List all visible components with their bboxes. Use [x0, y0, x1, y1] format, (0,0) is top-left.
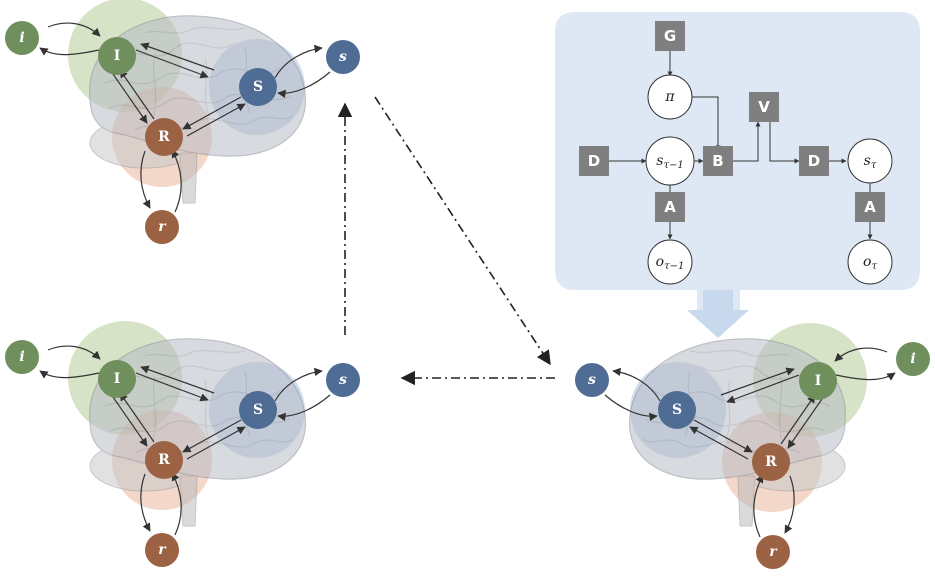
state-s-current-sub: τ [871, 160, 877, 171]
external-sensory-node: s [339, 49, 347, 65]
box-V-label: V [758, 98, 770, 116]
box-A-prev: A [655, 192, 685, 222]
external-sensory-node: s [588, 372, 596, 388]
brain-top-left: i I S s R r [5, 0, 360, 244]
sensory-state-node: S [253, 402, 263, 418]
svg-text:sτ: sτ [864, 153, 877, 171]
panel-connector-head [687, 310, 749, 338]
state-s-prev-label: s [656, 153, 663, 169]
state-o-current-sub: τ [871, 261, 877, 272]
external-internal-node: i [19, 30, 24, 46]
box-B: B [703, 146, 733, 176]
state-s-prev-sub: τ−1 [663, 160, 683, 171]
box-V: V [749, 92, 779, 122]
action-state-node: R [158, 129, 170, 145]
state-o-current: oτ [847, 239, 893, 285]
state-o-prev-sub: τ−1 [664, 261, 684, 272]
dash-dot-arrow-diagonal [374, 96, 551, 366]
state-s-current: sτ [847, 138, 893, 184]
external-internal-node: i [910, 351, 915, 367]
external-action-node: r [769, 544, 778, 560]
state-policy: π [647, 74, 693, 120]
box-D-prior-label: D [588, 152, 600, 170]
external-sensory-node: s [339, 372, 347, 388]
internal-state-node: I [815, 373, 822, 389]
box-A-current: A [855, 192, 885, 222]
state-o-current-label: o [863, 254, 871, 270]
state-policy-label: π [664, 89, 675, 105]
svg-text:oτ: oτ [863, 254, 877, 272]
internal-state-node: I [114, 371, 121, 387]
external-action-node: r [158, 219, 167, 235]
state-s-current-label: s [864, 153, 871, 169]
box-D-current-label: D [808, 152, 820, 170]
generative-model-panel: G D B V D A A π sτ−1 oτ−1 sτ oτ [555, 12, 920, 338]
sensory-state-node: S [253, 79, 263, 95]
box-G: G [655, 21, 685, 51]
box-D-prior: D [579, 146, 609, 176]
svg-text:sτ−1: sτ−1 [656, 153, 683, 171]
box-D-current: D [799, 146, 829, 176]
action-state-node: R [158, 452, 170, 468]
state-o-prev: oτ−1 [647, 239, 693, 285]
sensory-state-node: S [672, 402, 682, 418]
internal-state-node: I [114, 48, 121, 64]
brain-bottom-left: i I S s R r [5, 321, 360, 567]
box-G-label: G [664, 27, 676, 45]
state-o-prev-label: o [656, 254, 664, 270]
box-A-prev-label: A [664, 198, 676, 216]
state-s-prev: sτ−1 [645, 136, 695, 186]
external-internal-node: i [19, 349, 24, 365]
svg-text:oτ−1: oτ−1 [656, 254, 685, 272]
box-B-label: B [712, 152, 723, 170]
brain-bottom-right: i I S s R r [575, 323, 930, 569]
cycle-arrows [337, 96, 555, 386]
external-action-node: r [158, 542, 167, 558]
action-state-node: R [765, 454, 777, 470]
panel-connector [703, 290, 733, 310]
box-A-current-label: A [864, 198, 876, 216]
